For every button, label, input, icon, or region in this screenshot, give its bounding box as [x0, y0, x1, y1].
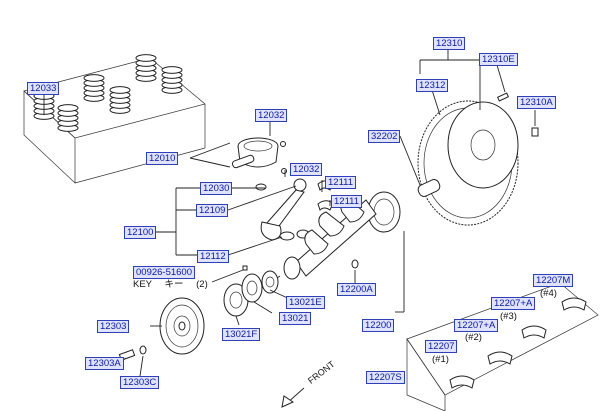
part-label-12310[interactable]: 12310 [433, 37, 466, 50]
bearing-note-3: (#3) [500, 311, 517, 322]
part-label-12303A[interactable]: 12303A [85, 357, 124, 370]
piston-ring [109, 86, 131, 94]
part-label-12010[interactable]: 12010 [146, 152, 179, 165]
part-label-12032-lower[interactable]: 12032 [290, 163, 323, 176]
part-label-12310A[interactable]: 12310A [517, 96, 556, 109]
piston-ring [83, 74, 105, 82]
piston-ring [57, 104, 79, 112]
key-text: KEY [133, 279, 152, 290]
bearing-note-4: (#4) [540, 288, 557, 299]
timing-gear-drawing [223, 270, 279, 317]
part-label-13021F[interactable]: 13021F [222, 328, 261, 341]
part-label-12033[interactable]: 12033 [27, 82, 60, 95]
part-label-12111-upper[interactable]: 12111 [325, 176, 357, 189]
part-label-12303C[interactable]: 12303C [120, 376, 160, 389]
piston-drawing [231, 137, 287, 174]
part-label-12032-top[interactable]: 12032 [255, 109, 288, 122]
key-kana: キー [164, 279, 184, 290]
part-label-13021[interactable]: 13021 [279, 312, 312, 325]
part-label-00926-51600[interactable]: 00926-51600 [133, 266, 195, 279]
part-label-12312[interactable]: 12312 [416, 79, 449, 92]
connecting-rod-drawing [255, 178, 334, 241]
crank-pulley-drawing [118, 297, 205, 361]
part-label-12030[interactable]: 12030 [200, 182, 233, 195]
flywheel-drawing [417, 92, 539, 226]
piston-ring [135, 54, 157, 62]
key-qty: (2) [196, 279, 208, 290]
part-label-12207A-upper[interactable]: 12207+A [491, 297, 536, 310]
part-label-12112[interactable]: 12112 [197, 250, 229, 263]
part-label-32202[interactable]: 32202 [368, 130, 401, 143]
part-label-12310E[interactable]: 12310E [479, 53, 518, 66]
part-label-12303[interactable]: 12303 [97, 320, 130, 333]
piston-ring [161, 66, 183, 74]
bearing-note-2: (#2) [465, 332, 482, 343]
part-label-12109[interactable]: 12109 [196, 204, 229, 217]
part-label-12207A-lower[interactable]: 12207+A [454, 319, 499, 332]
part-label-12207[interactable]: 12207 [425, 340, 458, 353]
part-label-12207S[interactable]: 12207S [366, 371, 405, 384]
key-note: KEY キー (2) [133, 279, 208, 290]
part-label-13021E[interactable]: 13021E [286, 296, 325, 309]
part-label-12200A[interactable]: 12200A [337, 283, 376, 296]
part-label-12207M[interactable]: 12207M [533, 274, 574, 287]
bearing-note-1: (#1) [432, 354, 449, 365]
part-label-12100[interactable]: 12100 [124, 226, 157, 239]
part-label-12200[interactable]: 12200 [362, 319, 395, 332]
part-label-12111-lower[interactable]: 12111 [331, 195, 363, 208]
front-arrow [281, 387, 305, 408]
